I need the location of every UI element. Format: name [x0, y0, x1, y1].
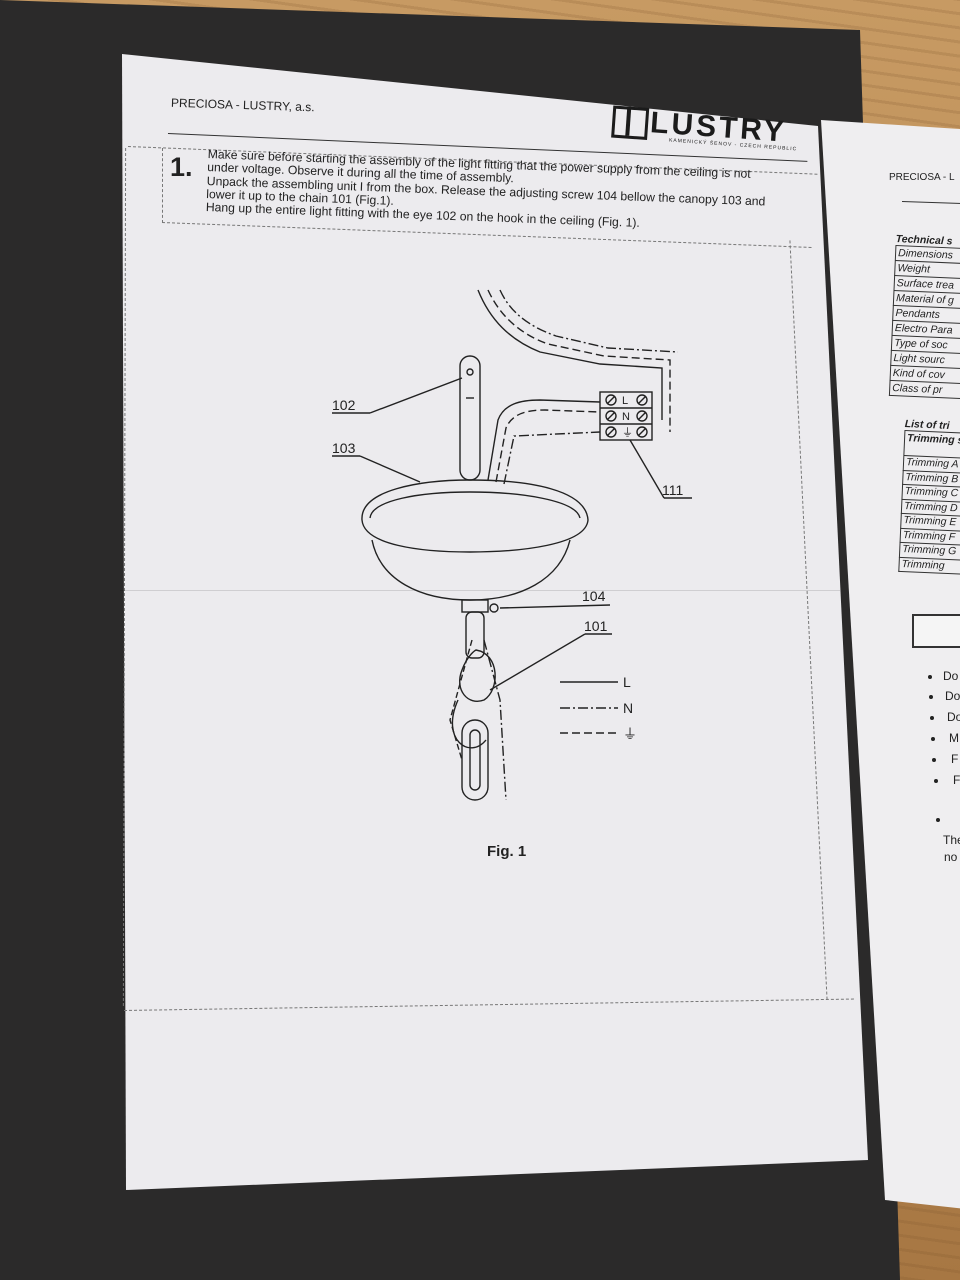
- footer-line: no: [944, 850, 958, 864]
- bullet-dot-icon: [936, 818, 940, 822]
- trimming-list-table: List of tri Trimming s Trimming A Trimmi…: [898, 418, 960, 575]
- list-header: Trimming s: [903, 429, 960, 460]
- adjusting-screw: [461, 599, 489, 613]
- technical-spec-table: Technical s Dimensions Weight Surface tr…: [888, 233, 960, 400]
- list-row: Trimming: [898, 557, 960, 575]
- right-page-header: PRECIOSA - L: [889, 172, 955, 183]
- terminal-mark: L: [622, 395, 628, 407]
- label-101: 101: [584, 618, 608, 634]
- bullet-dot-icon: [932, 758, 936, 762]
- bullet-text: Do: [945, 689, 960, 703]
- legend-label: N: [623, 700, 633, 716]
- legend-label: ⏚: [623, 726, 637, 742]
- terminal-mark: N: [622, 411, 630, 423]
- bullet-text: M: [949, 731, 959, 745]
- label-103: 103: [332, 440, 356, 456]
- empty-box: [912, 614, 960, 648]
- bullet-text: Do: [947, 710, 960, 724]
- step-number: 1.: [170, 152, 193, 182]
- bullet-dot-icon: [931, 737, 935, 741]
- bullet-text: Do: [943, 669, 959, 683]
- instruction-page: [122, 54, 868, 1190]
- terminal-block: [599, 391, 653, 441]
- bullet-text: F: [953, 773, 960, 787]
- figure-caption: Fig. 1: [487, 843, 527, 860]
- step-box-left: [162, 148, 163, 223]
- terminal-mark: ⏚: [622, 426, 633, 439]
- chain: [465, 611, 485, 659]
- bullet-text: F: [951, 752, 959, 766]
- bullet-dot-icon: [929, 695, 933, 699]
- footer-line: The: [943, 833, 960, 847]
- label-111: 111: [662, 482, 683, 498]
- page-fold: [120, 590, 840, 591]
- canopy: [361, 479, 589, 553]
- label-104: 104: [582, 588, 606, 604]
- legend-label: L: [623, 674, 631, 690]
- supply-cable: [477, 289, 663, 420]
- bullet-dot-icon: [934, 779, 938, 783]
- label-102: 102: [332, 397, 356, 413]
- bullet-dot-icon: [930, 716, 934, 720]
- bullet-dot-icon: [928, 675, 932, 679]
